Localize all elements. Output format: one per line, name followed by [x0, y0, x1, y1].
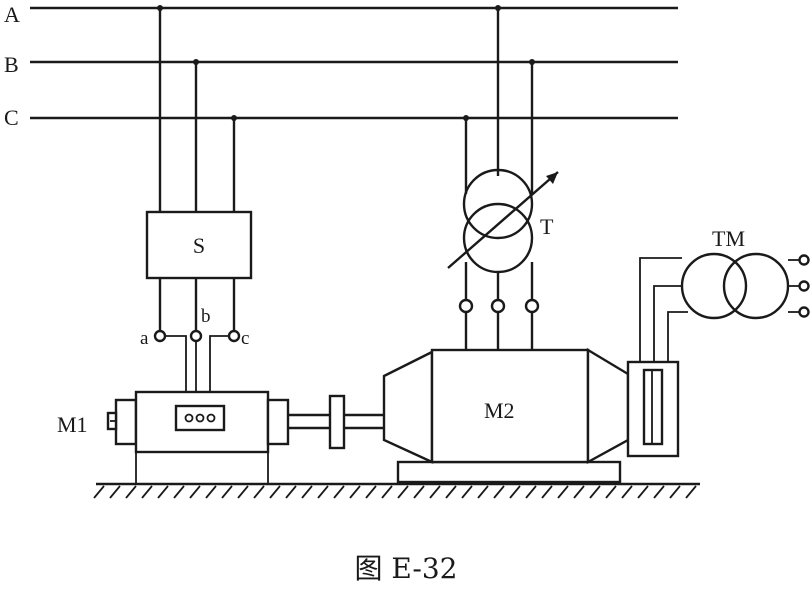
- ground-hatch-mark: [269, 485, 281, 499]
- ground-hatch-mark: [477, 485, 489, 499]
- ground-hatch-mark: [397, 485, 409, 499]
- bus-label-c: C: [4, 105, 19, 130]
- terminal-label-a: a: [140, 328, 149, 349]
- ground-hatch-mark: [365, 485, 377, 499]
- motor-m2: [382, 347, 680, 465]
- ground-hatch-mark: [413, 485, 425, 499]
- ground-hatch-mark: [637, 485, 649, 499]
- ground-hatch-mark: [525, 485, 537, 499]
- ground-hatch-mark: [429, 485, 441, 499]
- ground-hatch-mark: [141, 485, 153, 499]
- ground-hatch-mark: [653, 485, 665, 499]
- ground-hatch: [93, 485, 697, 499]
- transformer-tm: [639, 252, 800, 362]
- ground-hatch-mark: [301, 485, 313, 499]
- terminal-label-b: b: [201, 306, 211, 327]
- ground-hatch-mark: [253, 485, 265, 499]
- ground-hatch-mark: [541, 485, 553, 499]
- switch-label: S: [193, 233, 205, 258]
- ground-hatch-mark: [381, 485, 393, 499]
- ground-hatch-mark: [669, 485, 681, 499]
- motor-m1-label: M1: [57, 412, 88, 437]
- tm-terminal-2: [798, 280, 810, 292]
- bus-label-b: B: [4, 52, 19, 77]
- ground-hatch-mark: [509, 485, 521, 499]
- terminal-label-c: c: [241, 328, 249, 349]
- ground-hatch-mark: [173, 485, 185, 499]
- m2-slip-ring: [642, 368, 664, 446]
- ground-hatch-mark: [461, 485, 473, 499]
- motor-m2-label: M2: [484, 398, 515, 423]
- terminal-c: [227, 329, 241, 343]
- ground-hatch-mark: [205, 485, 217, 499]
- motor-m1: [106, 390, 290, 484]
- ground-hatch-mark: [221, 485, 233, 499]
- ground-hatch-mark: [157, 485, 169, 499]
- tm-label: TM: [712, 226, 745, 251]
- t-terminal-2: [490, 298, 506, 314]
- figure-caption: 图 E-32: [355, 552, 458, 585]
- ground-hatch-mark: [573, 485, 585, 499]
- t-terminal-3: [524, 298, 540, 314]
- ground-hatch-mark: [237, 485, 249, 499]
- ground-hatch-mark: [557, 485, 569, 499]
- ground-hatch-mark: [605, 485, 617, 499]
- coupling: [288, 394, 384, 450]
- ground-hatch-mark: [317, 485, 329, 499]
- ground-hatch-mark: [621, 485, 633, 499]
- transformer-label: T: [540, 214, 554, 239]
- tm-terminal-1: [798, 254, 810, 266]
- ground-hatch-mark: [285, 485, 297, 499]
- ground-hatch-mark: [125, 485, 137, 499]
- transformer-outputs: [464, 262, 534, 350]
- m1-terminal-box: [174, 404, 226, 432]
- switch-feeders: [158, 8, 236, 212]
- ground-hatch-mark: [333, 485, 345, 499]
- ground-hatch-mark: [445, 485, 457, 499]
- switch-outputs: [158, 278, 236, 330]
- terminal-a: [153, 329, 167, 343]
- motor-m2-base: [396, 460, 622, 484]
- ground-hatch-mark: [189, 485, 201, 499]
- ground-hatch-mark: [589, 485, 601, 499]
- ground-hatch-mark: [109, 485, 121, 499]
- bus-label-a: A: [4, 2, 20, 27]
- ground-hatch-mark: [93, 485, 105, 499]
- ground-hatch-mark: [493, 485, 505, 499]
- ground-hatch-mark: [349, 485, 361, 499]
- terminal-b: [189, 329, 203, 343]
- tm-terminal-3: [798, 306, 810, 318]
- transformer-feeders: [464, 8, 534, 194]
- t-terminal-1: [458, 298, 474, 314]
- switch-box: [145, 210, 253, 280]
- ground-hatch-mark: [685, 485, 697, 499]
